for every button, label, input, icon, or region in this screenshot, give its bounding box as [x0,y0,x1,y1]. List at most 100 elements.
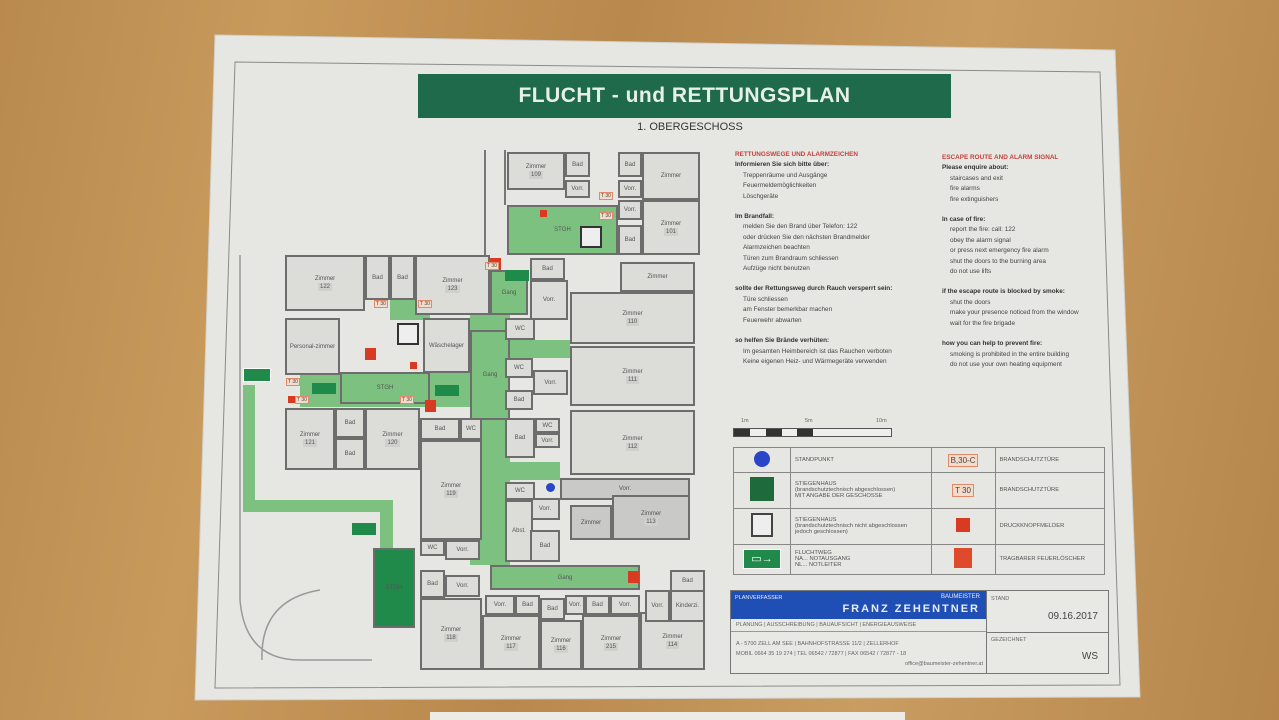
room-name: Bad [682,578,693,584]
room: Bad [618,152,642,177]
room-name: Vorr. [493,602,507,608]
room-number: 215 [603,642,618,651]
room-name: Bad [397,274,408,281]
room: Vorr. [645,590,670,622]
room: Vorr. [618,200,642,220]
room-name: STGH [554,227,571,233]
room-name: WC [515,488,525,494]
room-number: 116 [554,645,568,653]
exit-sign-icon [505,270,529,281]
floor-label: 1. OBERGESCHOSS [637,121,743,133]
legend-text: STIEGENHAUS(brandschutztechnisch nicht a… [790,507,932,545]
room-name: Bad [513,397,525,403]
room: Personal-zimmer [285,318,340,375]
drawn-by: WS [1081,651,1098,662]
room: Vorr. [530,498,560,520]
room-name: Personal-zimmer [289,343,336,350]
room-number: 111 [625,376,640,384]
room-name: WC [466,426,476,432]
legend-text: BRANDSCHUTZTÜRE [994,446,1106,474]
room: Bad [670,570,705,592]
room: Bad [420,570,445,598]
room: Bad [530,530,560,562]
room: Bad [565,152,590,177]
room-name: Zimmer [500,635,522,642]
room: Vorr. [610,595,640,615]
fire-door-tag: T 30 [286,378,300,386]
room: Bad [540,598,565,620]
room-number: 121 [302,439,317,447]
fire-door-tag: T 30 [599,192,613,200]
instructions-line: shut the doors to the burning area [950,257,1046,265]
scale-label: 10m [876,418,887,424]
instructions-section-title: Informieren Sie sich bitte über: [735,161,830,169]
room-name: Zimmer [525,164,547,170]
room: Bad [585,595,610,615]
instructions-line: report the fire: call: 122 [950,226,1016,234]
room-number: 118 [444,634,458,642]
instructions-section-title: how you can help to prevent fire: [942,340,1043,348]
room-number: 110 [625,318,640,326]
room-name: Vorr. [456,583,469,589]
legend-text: DRUCKKNOPFMELDER [994,507,1106,545]
stairwell-icon [750,477,774,502]
room: Vorr. [618,180,642,198]
room-name: Vorr. [542,297,556,303]
room: WC [505,482,535,500]
room-name: Zimmer [440,483,462,489]
planner-email: office@baumeister-zehentner.at [905,661,983,667]
alarm-button-icon [288,396,295,403]
room-name: Bad [427,581,438,587]
instructions-line: Feuermeldemöglichkeiten [743,182,817,190]
instructions-line: oder drücken Sie den nächsten Brandmelde… [743,233,870,241]
instructions-section-title: Im Brandfall: [735,213,775,221]
plan-title: FLUCHT - und RETTUNGSPLAN [418,74,951,118]
room-name: Vorr. [651,603,664,609]
planner-banner: PLANVERFASSER BAUMEISTER FRANZ ZEHENTNER [731,591,986,619]
room-name: Bad [624,161,636,168]
room: Bad [335,438,365,470]
room: Zimmer [620,262,695,292]
room-name: Vorr. [618,486,632,492]
room-name: Abst. [512,528,526,534]
escape-area: STGH [340,372,430,404]
room: Bad [505,390,533,410]
instructions-line: Türen zum Brandraum schliessen [743,254,839,262]
room: Bad [335,408,365,438]
planner-name: FRANZ ZEHENTNER [842,603,980,615]
room-name: Bad [344,420,356,426]
room-name: Bad [344,451,356,457]
room-name: Vorr. [618,602,632,608]
room-name: STGH [385,585,403,591]
fire-door-tag: T 30 [400,396,414,404]
instructions-section-title: sollte der Rettungsweg durch Rauch versp… [735,285,893,293]
room: Kinderzi. [670,590,705,622]
room-number: 119 [444,490,458,498]
planner-role: BAUMEISTER [940,594,980,600]
room-number: 113 [644,517,658,526]
exit-sign-icon [352,523,376,535]
room: Wäschelager [423,318,470,373]
exit-sign-icon: ▭→ [743,549,781,570]
standpoint-marker [546,483,555,492]
legend-text: BRANDSCHUTZTÜRE [994,472,1106,509]
room: Vorr. [485,595,515,615]
room-name: Bad [372,274,383,281]
room-name: Vorr. [544,379,557,386]
room: Bad [420,418,460,440]
room-name: WC [514,365,524,371]
room-number: 120 [385,439,400,447]
fire-door-tag: T 30 [418,300,432,308]
stand-date: 09.16.2017 [1047,611,1098,622]
room-number: 117 [504,642,518,651]
instructions-line: Feuerwehr abwarten [743,316,802,324]
push-button-alarm-icon [956,518,971,533]
